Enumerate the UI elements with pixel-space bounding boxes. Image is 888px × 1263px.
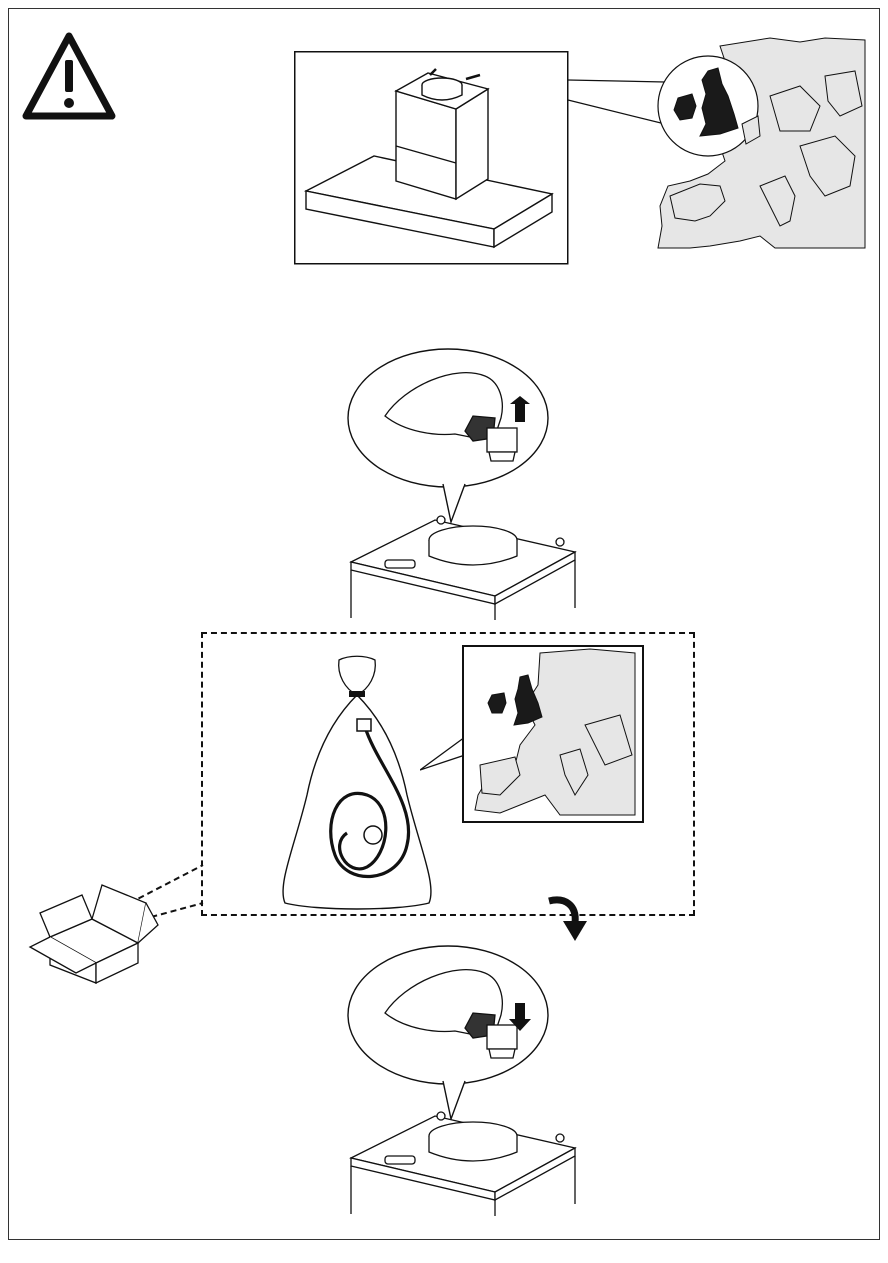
remove-plug-callout bbox=[345, 346, 555, 526]
page-frame bbox=[8, 8, 880, 1240]
hood-top-step2 bbox=[345, 1108, 580, 1216]
open-box-icon bbox=[28, 855, 208, 990]
island-hood-icon bbox=[303, 68, 554, 249]
europe-map-uk-highlighted-icon bbox=[650, 36, 870, 252]
cable-bag-dashed-frame bbox=[201, 632, 695, 916]
europe-map-uk-highlighted-icon bbox=[474, 648, 636, 816]
callout-lines bbox=[560, 60, 670, 140]
insert-plug-callout bbox=[345, 943, 555, 1123]
warning-triangle-icon bbox=[20, 30, 118, 124]
map-inset-callout bbox=[420, 645, 645, 825]
hood-top-step1 bbox=[345, 512, 580, 620]
arrow-up-icon bbox=[510, 396, 530, 422]
arrow-down-icon bbox=[509, 1003, 531, 1031]
hood-overview-frame bbox=[294, 51, 569, 265]
hand-insert-plug-icon bbox=[384, 969, 518, 1059]
bagged-power-cable-uk-plug-icon bbox=[277, 655, 437, 910]
curved-arrow-down-icon bbox=[545, 893, 590, 945]
hand-remove-plug-icon bbox=[384, 372, 518, 462]
